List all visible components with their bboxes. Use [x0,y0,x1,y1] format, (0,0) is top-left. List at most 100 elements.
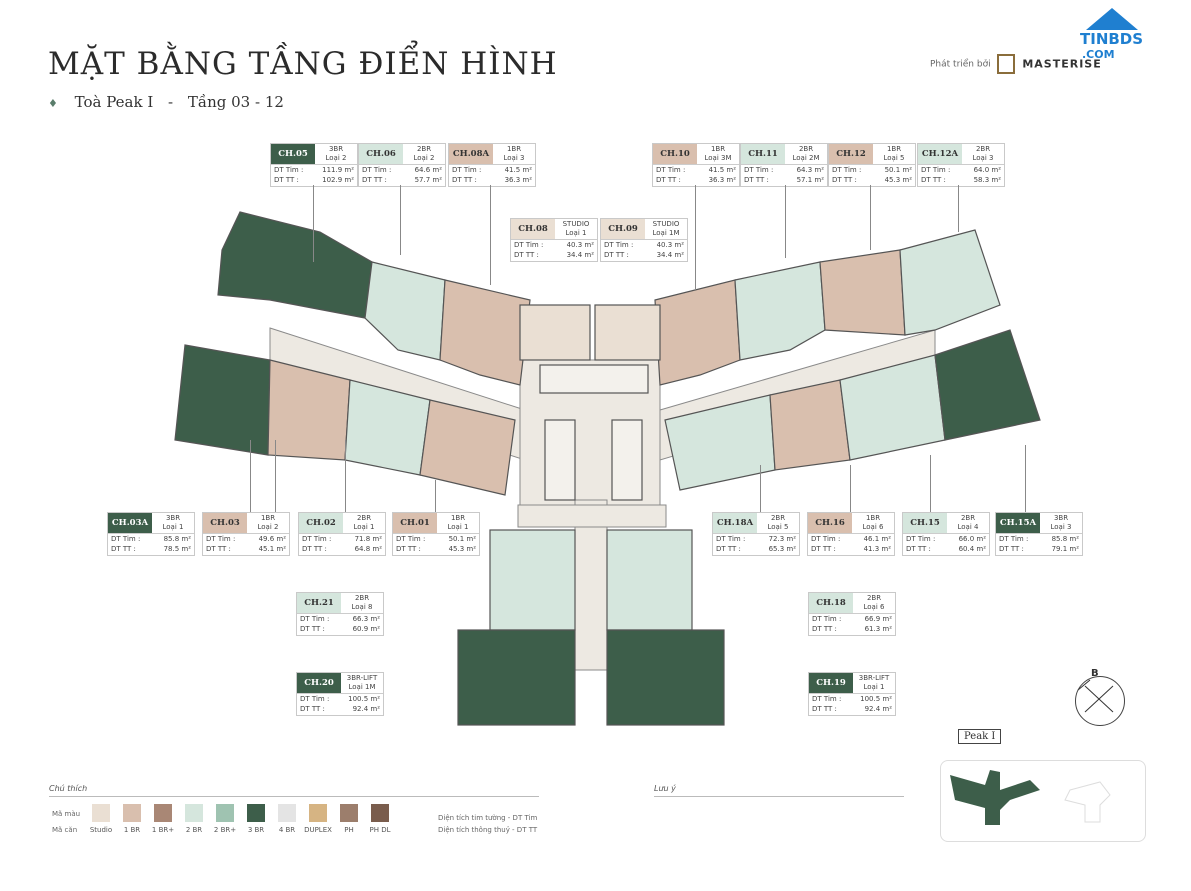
area-tim-label: DT Tim : [999,535,1029,543]
legend-swatch [92,804,110,822]
unit-area-tim: DT Tim :100.5 m² [297,694,383,704]
developer-brand: Phát triển bởi MASTERISE [930,54,1102,74]
legend-item-label: PH [344,826,354,834]
unit-code: CH.06 [359,144,403,164]
area-tim-value: 64.3 m² [796,166,824,174]
units-right-upper-wing [654,229,1001,386]
unit-ch15a [934,329,1041,441]
unit-ch08a [439,279,531,386]
area-tt-value: 61.3 m² [864,625,892,633]
unit-area-tt: DT TT :102.9 m² [271,175,357,185]
tower-name: Toà Peak I [74,93,154,111]
legend-code-label: Mã căn [52,826,78,834]
unit-area-tim: DT Tim :49.6 m² [203,534,289,544]
leader-line [250,440,251,512]
unit-area-tim: DT Tim :85.8 m² [108,534,194,544]
unit-ch16 [769,379,851,471]
units-left-upper-wing [217,211,531,386]
unit-area-tim: DT Tim :46.1 m² [808,534,894,544]
unit-variant: Loại 1M [348,683,376,691]
leader-line [313,185,314,262]
unit-bedrooms: 3BR [1053,514,1069,522]
area-tt-label: DT TT : [906,545,931,553]
developer-logo-icon [997,54,1016,74]
legend-swatch [123,804,141,822]
units-left-lower-wing [174,344,516,496]
unit-ch12a [899,229,1001,336]
legend-swatch [371,804,389,822]
area-tim-label: DT Tim : [744,166,774,174]
unit-area-tim: DT Tim :40.3 m² [601,240,687,250]
unit-area-tt: DT TT :57.7 m² [359,175,445,185]
unit-code: CH.16 [808,513,852,533]
unit-area-tim: DT Tim :66.3 m² [297,614,383,624]
unit-variant: Loại 2 [257,523,279,531]
leader-line [275,440,276,512]
unit-bedrooms: 1BR [865,514,881,522]
area-tt-value: 34.4 m² [656,251,684,259]
unit-code: CH.12 [829,144,873,164]
unit-code: CH.03A [108,513,152,533]
area-tim-label: DT Tim : [452,166,482,174]
unit-code: CH.15A [996,513,1040,533]
area-tim-value: 50.1 m² [884,166,912,174]
unit-variant: Loại 2M [792,154,820,162]
area-tt-label: DT TT : [300,625,325,633]
area-tt-value: 45.1 m² [258,545,286,553]
area-tt-label: DT TT : [744,176,769,184]
area-tim-value: 66.3 m² [352,615,380,623]
area-tim-label: DT Tim : [716,535,746,543]
area-tim-value: 40.3 m² [566,241,594,249]
unit-code: CH.02 [299,513,343,533]
unit-bedrooms: 2BR [960,514,976,522]
unit-bedrooms: 1BR [260,514,276,522]
unit-bedrooms: 1BR [710,145,726,153]
page-subtitle: ♦ Toà Peak I - Tầng 03 - 12 [48,93,284,111]
leader-line [490,185,491,285]
unit-code: CH.12A [918,144,962,164]
unit-bedrooms: STUDIO [562,220,590,228]
area-tim-value: 64.6 m² [414,166,442,174]
area-note-tim: Diện tích tim tường - DT Tim [438,814,538,822]
legend-item-label: 3 BR [247,826,265,834]
unit-area-tim: DT Tim :71.8 m² [299,534,385,544]
unit-ch20 [457,629,576,726]
area-tt-label: DT TT : [811,545,836,553]
area-tt-value: 78.5 m² [163,545,191,553]
unit-variant: Loại 2 [413,154,435,162]
area-tt-label: DT TT : [274,176,299,184]
unit-bedrooms: 3BR-LIFT [346,674,378,682]
unit-bedrooms: 1BR [886,145,902,153]
keyplan-neighbour [1064,781,1111,823]
area-tt-value: 36.3 m² [708,176,736,184]
unit-variant: Loại 1 [162,523,184,531]
unit-area-tt: DT TT :34.4 m² [601,250,687,260]
unit-area-tim: DT Tim :41.5 m² [449,165,535,175]
unit-area-tim: DT Tim :66.9 m² [809,614,895,624]
unit-area-tt: DT TT :45.3 m² [829,175,915,185]
subtitle-separator: - [168,93,174,111]
area-tim-value: 72.3 m² [768,535,796,543]
